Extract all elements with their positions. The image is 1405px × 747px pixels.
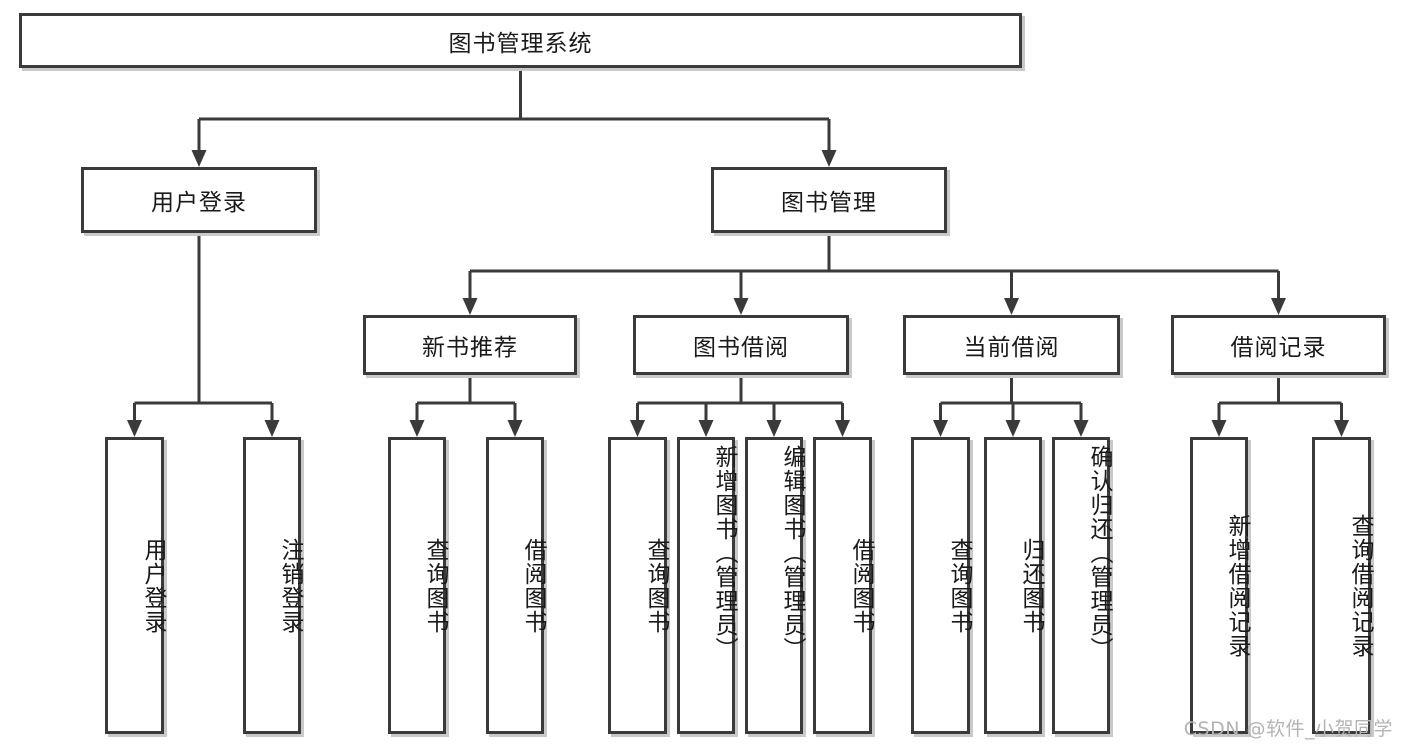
node-leaf-12-rect[interactable] <box>1312 437 1371 734</box>
node-leaf-4-rect[interactable] <box>608 437 667 734</box>
node-leaf-10-rect[interactable] <box>1052 437 1110 734</box>
book-borrow-branch-1-arrowhead <box>698 420 714 437</box>
node-level3-1[interactable] <box>633 315 853 379</box>
book-mgmt-to-level3-branch-2-arrowhead <box>1004 298 1019 315</box>
node-leaf-5[interactable] <box>677 437 739 738</box>
node-level3-2-rect[interactable] <box>903 315 1120 375</box>
node-leaf-7[interactable] <box>813 437 876 738</box>
node-leaf-7-rect[interactable] <box>813 437 872 734</box>
book-borrow-branch-3-arrowhead <box>835 420 850 437</box>
book-borrow-branch-2-arrowhead <box>766 420 782 437</box>
borrow-record-branch-1-arrowhead <box>1334 420 1349 437</box>
node-leaf-9-rect[interactable] <box>984 437 1042 734</box>
node-root[interactable] <box>19 13 1026 72</box>
node-leaf-6-rect[interactable] <box>745 437 803 734</box>
node-level2-1[interactable] <box>711 167 951 237</box>
node-leaf-11[interactable] <box>1190 437 1252 738</box>
current-borrow-branch-1-arrowhead <box>1005 420 1021 437</box>
connector-layer <box>127 68 1349 437</box>
node-leaf-2[interactable] <box>388 437 450 738</box>
node-leaf-12[interactable] <box>1312 437 1375 738</box>
node-leaf-8-rect[interactable] <box>911 437 970 734</box>
node-leaf-9[interactable] <box>984 437 1046 738</box>
user-login-to-leaves-branch-1-arrowhead <box>264 420 280 437</box>
book-borrow-branch-0-arrowhead <box>630 420 645 437</box>
node-leaf-1[interactable] <box>243 437 305 738</box>
node-level3-0[interactable] <box>363 315 581 379</box>
node-leaf-1-rect[interactable] <box>243 437 301 734</box>
node-leaf-11-rect[interactable] <box>1190 437 1248 734</box>
node-leaf-5-rect[interactable] <box>677 437 735 734</box>
node-leaf-4[interactable] <box>608 437 671 738</box>
node-level3-2[interactable] <box>903 315 1124 379</box>
node-level2-0-rect[interactable] <box>81 167 317 233</box>
user-login-to-leaves-branch-0-arrowhead <box>127 420 142 437</box>
node-root-rect[interactable] <box>19 13 1022 68</box>
node-leaf-6[interactable] <box>745 437 807 738</box>
current-borrow-branch-0-arrowhead <box>933 420 948 437</box>
borrow-record-branch-0-arrowhead <box>1211 420 1227 437</box>
node-leaf-3-rect[interactable] <box>486 437 544 734</box>
node-level3-3-rect[interactable] <box>1171 315 1386 375</box>
node-level3-0-rect[interactable] <box>363 315 577 375</box>
book-mgmt-to-level3-branch-0-arrowhead <box>462 298 478 315</box>
box-layer <box>19 13 1390 738</box>
new-book-rec-branch-1-arrowhead <box>507 420 523 437</box>
node-level2-0[interactable] <box>81 167 321 237</box>
node-leaf-0[interactable] <box>105 437 168 738</box>
node-level2-1-rect[interactable] <box>711 167 947 233</box>
node-level3-3[interactable] <box>1171 315 1390 379</box>
current-borrow-branch-2-arrowhead <box>1073 420 1089 437</box>
node-leaf-8[interactable] <box>911 437 974 738</box>
node-leaf-0-rect[interactable] <box>105 437 164 734</box>
book-mgmt-to-level3-branch-1-arrowhead <box>733 298 749 315</box>
node-level3-1-rect[interactable] <box>633 315 849 375</box>
watermark-text: CSDN @软件_小贺同学 <box>1183 718 1393 740</box>
node-leaf-2-rect[interactable] <box>388 437 446 734</box>
new-book-rec-branch-0-arrowhead <box>409 420 425 437</box>
node-leaf-10[interactable] <box>1052 437 1114 738</box>
root-to-level2-branch-1-arrowhead <box>821 150 837 167</box>
node-leaf-3[interactable] <box>486 437 548 738</box>
root-to-level2-branch-0-arrowhead <box>191 150 207 167</box>
book-mgmt-to-level3-branch-3-arrowhead <box>1271 298 1286 315</box>
